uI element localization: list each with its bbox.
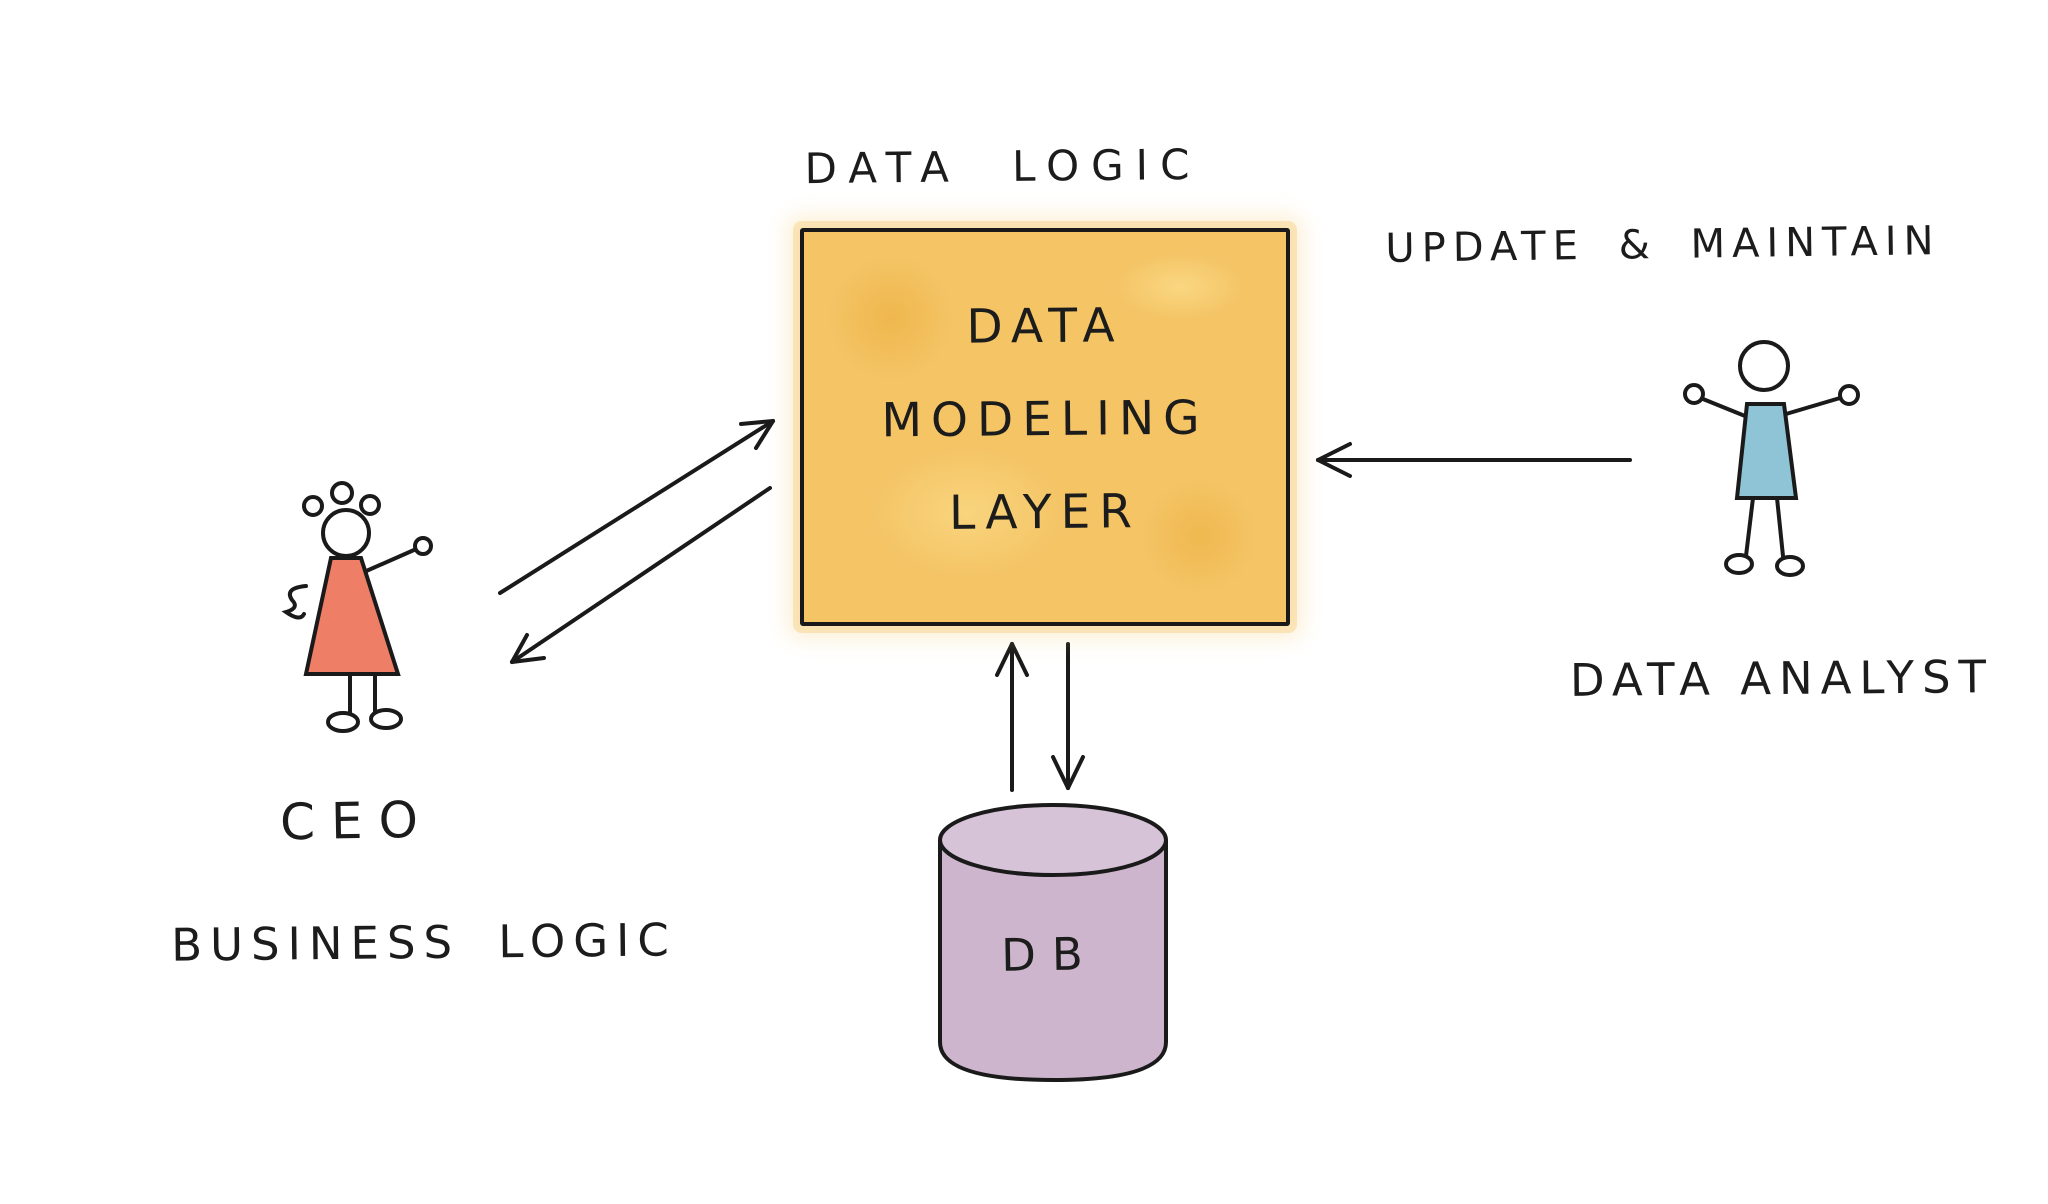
analyst-leg xyxy=(1744,496,1755,558)
analyst-hand xyxy=(1683,383,1705,405)
ceo-to-box-arrow xyxy=(498,419,775,595)
analyst-arm xyxy=(1784,396,1842,416)
db-cylinder-icon xyxy=(938,803,1168,1083)
ceo-head xyxy=(321,508,371,558)
ceo-wing xyxy=(281,584,308,620)
ceo-hair-curl xyxy=(359,494,381,516)
ceo-dress xyxy=(303,556,401,676)
ceo-figure xyxy=(281,481,433,733)
db-cylinder-body xyxy=(938,840,1168,1083)
ceo-arm xyxy=(362,548,416,574)
analyst-foot xyxy=(1775,555,1805,577)
box-line: LAYER xyxy=(948,484,1142,541)
data-modeling-layer-box: DATA MODELING LAYER xyxy=(800,228,1290,626)
box-to-ceo-arrow xyxy=(510,486,772,664)
ceo-hand xyxy=(413,536,433,556)
ceo-foot xyxy=(326,711,360,733)
analyst-shirt xyxy=(1734,402,1799,500)
db-to-box-arrow xyxy=(995,642,1029,792)
analyst-hand xyxy=(1838,384,1860,406)
data-analyst-figure xyxy=(1683,340,1860,577)
diagram-title: DATA LOGIC xyxy=(804,139,1202,194)
analyst-leg xyxy=(1775,496,1785,558)
ceo-hair-curl xyxy=(302,495,324,517)
analyst-foot xyxy=(1724,553,1754,575)
db-cylinder-top xyxy=(938,803,1168,877)
db-label: DB xyxy=(1000,927,1100,982)
box-to-db-arrow xyxy=(1051,642,1085,790)
business-logic-label: BUSINESS LOGIC xyxy=(170,913,678,972)
ceo-hair-curl xyxy=(330,481,354,505)
analyst-to-box-arrow xyxy=(1316,442,1632,478)
data-modeling-layer-text: DATA MODELING LAYER xyxy=(804,280,1286,559)
analyst-arm xyxy=(1701,397,1747,418)
box-line: MODELING xyxy=(881,390,1209,449)
data-analyst-label: DATA ANALYST xyxy=(1569,650,1995,707)
box-line: DATA xyxy=(966,298,1124,355)
ceo-label: CEO xyxy=(279,790,435,852)
ceo-foot xyxy=(369,708,403,730)
update-maintain-label: UPDATE & MAINTAIN xyxy=(1385,218,1941,272)
analyst-head xyxy=(1738,340,1790,392)
